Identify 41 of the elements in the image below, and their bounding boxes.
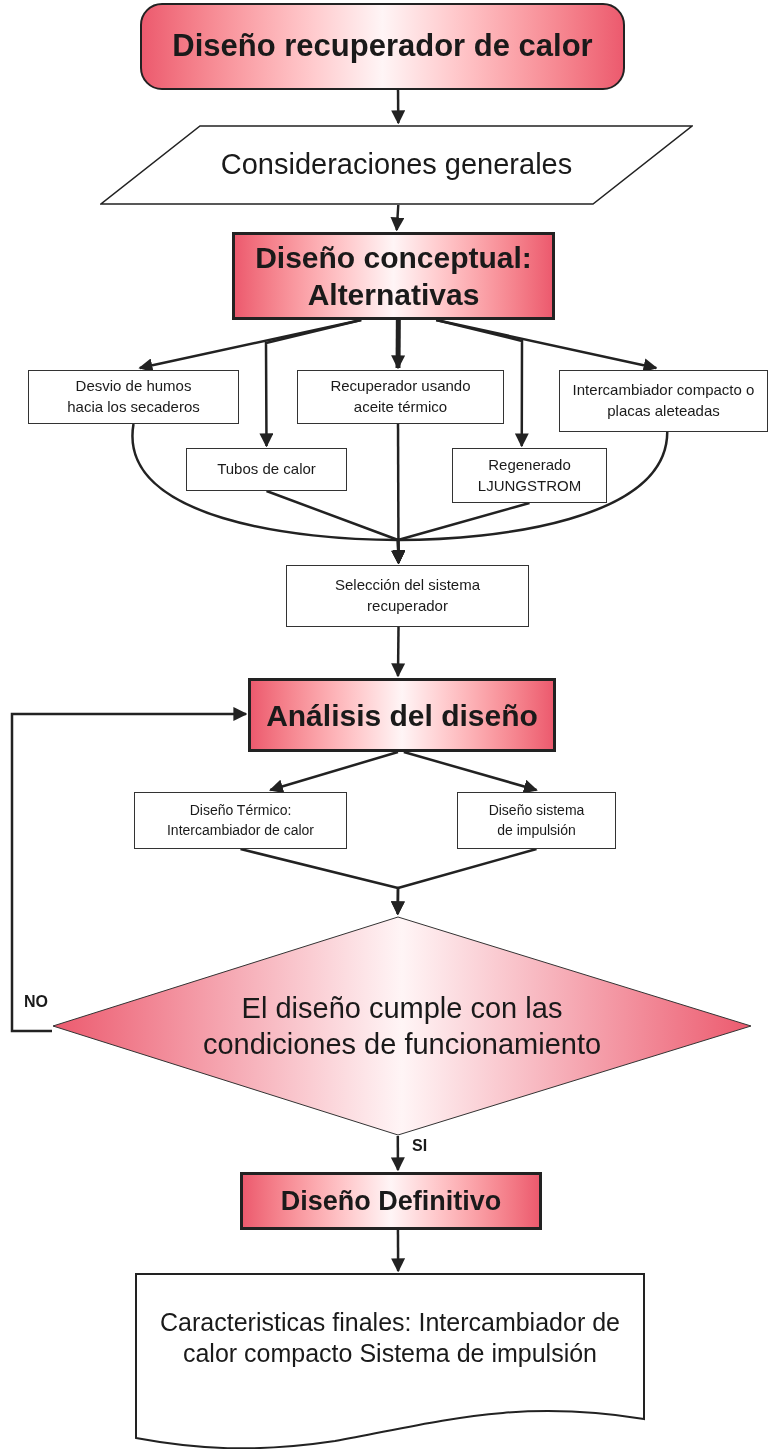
- terminal-box: [140, 3, 625, 90]
- node-label: El diseño cumple con las condiciones de funcionamiento: [201, 990, 603, 1062]
- arrow: [269, 750, 399, 794]
- process-box: [28, 370, 239, 424]
- process-box: [186, 448, 347, 491]
- process-box: [559, 370, 768, 432]
- node-label: Diseño sistema de impulsión: [487, 801, 586, 840]
- arrow: [391, 627, 406, 678]
- edge-label: NO: [22, 994, 50, 1010]
- process-box: [134, 792, 347, 849]
- node-label: Consideraciones generales: [220, 147, 573, 183]
- process-box: [452, 448, 607, 503]
- arrow: [391, 90, 406, 125]
- arrow: [391, 320, 406, 370]
- arrow: [403, 750, 538, 794]
- node-label: Desvio de humos hacia los secaderos: [66, 376, 201, 417]
- arrow: [259, 318, 362, 448]
- arrow: [10, 706, 248, 1033]
- edge-label: SI: [410, 1138, 430, 1154]
- process-box: [240, 1172, 542, 1230]
- node-label: Recuperador usando aceite térmico: [329, 376, 472, 417]
- process-box: [232, 232, 555, 320]
- node-label: Tubos de calor: [217, 459, 316, 480]
- arrow: [390, 847, 537, 916]
- node-label: Diseño Térmico: Intercambiador de calor: [165, 801, 316, 840]
- node-label: Diseño conceptual: Alternativas: [254, 239, 533, 313]
- arrow: [391, 1230, 406, 1273]
- arrow: [391, 431, 669, 565]
- process-box: [286, 565, 529, 627]
- node-label: Diseño recuperador de calor: [172, 27, 593, 66]
- process-box: [297, 370, 504, 424]
- process-box: [457, 792, 616, 849]
- node-label: Análisis del diseño: [266, 697, 538, 734]
- process-box: [248, 678, 556, 752]
- node-label: Diseño Definitivo: [280, 1184, 502, 1218]
- node-label: Regenerado LJUNGSTROM: [476, 454, 583, 496]
- arrow: [390, 1136, 405, 1172]
- arrow: [390, 204, 405, 232]
- node-label: Intercambiador compacto o placas aleteadas: [571, 380, 756, 421]
- node-label: Selección del sistema recuperador: [333, 575, 482, 616]
- node-label: Caracteristicas finales: Intercambiador de calor compacto Sistema de impulsión: [159, 1306, 621, 1369]
